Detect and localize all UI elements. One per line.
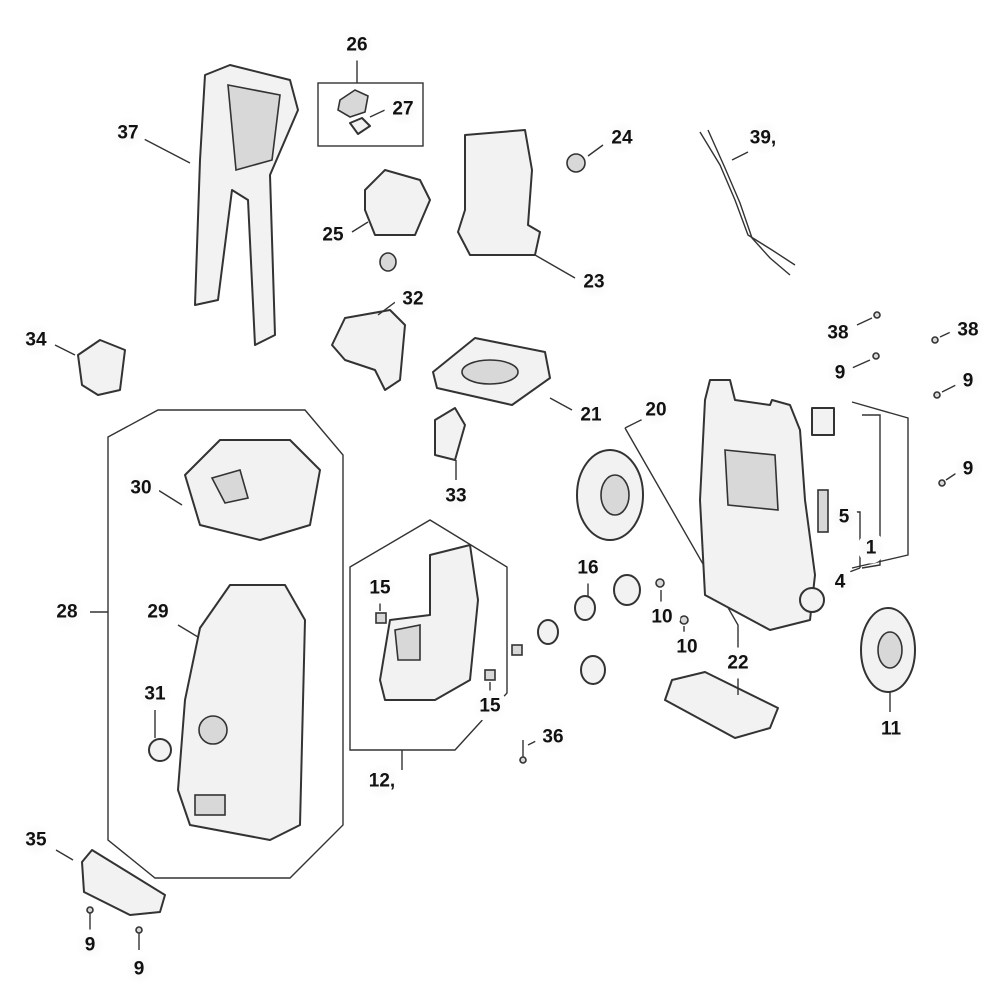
part-31-cap bbox=[148, 738, 172, 762]
callout-26: 26 bbox=[338, 29, 376, 61]
leader-30 bbox=[157, 489, 183, 506]
callout-16: 16 bbox=[569, 552, 607, 584]
part-36-pin-head bbox=[519, 756, 527, 764]
callout-32: 32 bbox=[394, 283, 432, 315]
callout-12: 12, bbox=[360, 765, 404, 797]
part-26-switch bbox=[337, 89, 369, 118]
callout-9-a: 9 bbox=[826, 357, 854, 389]
callout-36: 36 bbox=[534, 721, 572, 753]
part-30-top-cover bbox=[184, 439, 321, 541]
callout-38-b: 38 bbox=[949, 314, 987, 346]
group-box-12 bbox=[349, 519, 508, 751]
callout-29: 29 bbox=[139, 596, 177, 628]
screw-9-d bbox=[86, 906, 94, 914]
callout-38-a: 38 bbox=[819, 317, 857, 349]
callout-33: 33 bbox=[437, 480, 475, 512]
callout-34: 34 bbox=[17, 324, 55, 356]
screw-9-c bbox=[938, 479, 946, 487]
callout-9-d: 9 bbox=[76, 929, 104, 961]
group-box-28 bbox=[107, 409, 344, 879]
part-25-socket-housing bbox=[364, 169, 431, 272]
leader-22-line bbox=[624, 427, 739, 650]
part-fitting-inlet bbox=[537, 619, 559, 645]
leader-35 bbox=[55, 849, 74, 861]
part-29-front-housing bbox=[177, 584, 306, 841]
screw-9-e bbox=[135, 926, 143, 934]
part-22-pad bbox=[664, 671, 779, 739]
leader-39 bbox=[731, 151, 749, 161]
part-23-motor-cover bbox=[457, 129, 541, 256]
callout-9-e: 9 bbox=[125, 953, 153, 985]
callout-30: 30 bbox=[122, 472, 160, 504]
part-35-foot bbox=[81, 849, 166, 916]
leader-34 bbox=[54, 344, 76, 356]
screw-38-a bbox=[873, 311, 881, 319]
part-34-clip bbox=[77, 339, 126, 396]
part-label-sticker bbox=[811, 407, 835, 436]
part-5-label bbox=[817, 489, 829, 533]
leader-23 bbox=[534, 254, 576, 279]
part-39-cable bbox=[699, 129, 796, 276]
callout-24: 24 bbox=[603, 122, 641, 154]
part-20-wheel bbox=[576, 449, 644, 541]
part-24-plug bbox=[566, 153, 586, 173]
callout-25: 25 bbox=[314, 219, 352, 251]
screw-9-a bbox=[872, 352, 880, 360]
leader-29 bbox=[177, 624, 199, 638]
leader-37 bbox=[141, 137, 191, 164]
leader-9-a bbox=[851, 359, 871, 369]
callout-20: 20 bbox=[637, 394, 675, 426]
callout-15-b: 15 bbox=[471, 690, 509, 722]
leader-38-a bbox=[856, 317, 873, 326]
callout-22: 22 bbox=[719, 647, 757, 679]
callout-1: 1 bbox=[857, 532, 885, 564]
part-rear-housing bbox=[699, 379, 825, 631]
callout-21: 21 bbox=[572, 399, 610, 431]
part-coupling bbox=[613, 574, 641, 606]
callout-35: 35 bbox=[17, 824, 55, 856]
callout-15-a: 15 bbox=[361, 572, 399, 604]
part-33-bracket bbox=[434, 407, 466, 461]
group-bracket-inner bbox=[861, 414, 881, 569]
leader-25 bbox=[351, 221, 369, 233]
callout-37: 37 bbox=[109, 117, 147, 149]
part-32-cover bbox=[331, 309, 406, 391]
screw-10-a bbox=[655, 578, 665, 588]
callout-9-c: 9 bbox=[954, 453, 982, 485]
part-15-nut-b bbox=[484, 669, 496, 681]
leader-21 bbox=[549, 397, 573, 411]
callout-23: 23 bbox=[575, 266, 613, 298]
screw-38-b bbox=[931, 336, 939, 344]
part-12-motor-pump bbox=[379, 544, 479, 701]
callout-39: 39, bbox=[741, 122, 785, 154]
callout-10-b: 10 bbox=[668, 631, 706, 663]
part-21-gasket bbox=[432, 337, 551, 406]
part-16-adapter bbox=[574, 595, 596, 621]
callout-9-b: 9 bbox=[954, 365, 982, 397]
leader-27 bbox=[369, 109, 386, 118]
callout-10-a: 10 bbox=[643, 601, 681, 633]
part-15-nut-a bbox=[375, 612, 387, 624]
part-11-wheel bbox=[860, 607, 916, 693]
callout-27: 27 bbox=[384, 93, 422, 125]
screw-10-b bbox=[679, 615, 689, 625]
part-fitting-small bbox=[511, 644, 523, 656]
group-box-26 bbox=[317, 82, 424, 147]
callout-5: 5 bbox=[830, 501, 858, 533]
callout-11: 11 bbox=[872, 713, 910, 745]
callout-28: 28 bbox=[48, 596, 86, 628]
part-37-handle bbox=[194, 64, 299, 346]
part-nut-fitting bbox=[580, 655, 606, 685]
callout-31: 31 bbox=[136, 678, 174, 710]
callout-4: 4 bbox=[826, 566, 854, 598]
part-27-seal bbox=[349, 117, 371, 135]
leader-24 bbox=[587, 144, 604, 157]
screw-9-b bbox=[933, 391, 941, 399]
